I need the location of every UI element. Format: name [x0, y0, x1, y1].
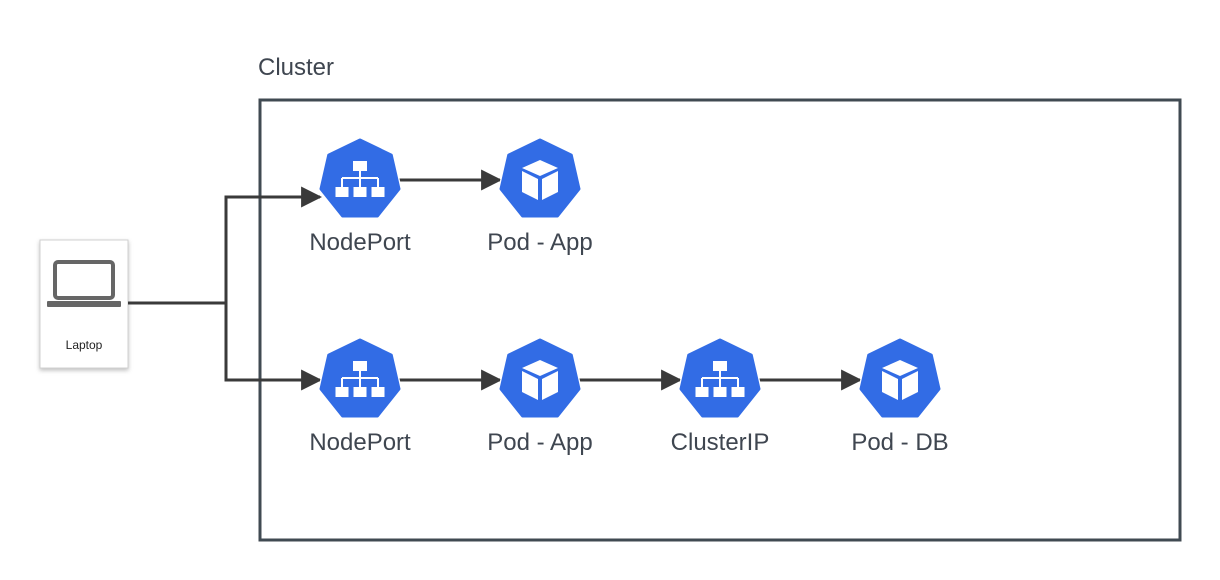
laptop-icon — [47, 260, 121, 307]
cluster-label: Cluster — [258, 54, 334, 81]
laptop-label: Laptop — [66, 338, 103, 352]
node-label: NodePort — [309, 429, 411, 456]
service-network-icon — [318, 337, 402, 419]
service-network-icon — [318, 137, 402, 219]
node-label: ClusterIP — [671, 429, 770, 456]
nodeport-node[interactable]: NodePort — [309, 137, 411, 256]
node-label: Pod - DB — [851, 429, 948, 456]
nodeport-node[interactable]: NodePort — [309, 337, 411, 456]
pod-cube-icon — [858, 337, 942, 419]
edge-laptop-to-nodeport-2 — [224, 303, 323, 391]
pod-cube-icon — [498, 337, 582, 419]
pod-app-node[interactable]: Pod - App — [487, 337, 593, 456]
cluster-boundary — [258, 98, 1182, 542]
clusterip-node[interactable]: ClusterIP — [671, 337, 770, 456]
pod-db-node[interactable]: Pod - DB — [851, 337, 949, 456]
node-label: Pod - App — [487, 229, 592, 256]
pod-app-node[interactable]: Pod - App — [487, 137, 593, 256]
edge-laptop-to-nodeport-1 — [224, 186, 323, 303]
node-label: Pod - App — [487, 429, 592, 456]
edges — [128, 169, 863, 391]
laptop-node[interactable]: Laptop — [39, 239, 129, 369]
node-label: NodePort — [309, 229, 411, 256]
service-network-icon — [678, 337, 762, 419]
pod-cube-icon — [498, 137, 582, 219]
